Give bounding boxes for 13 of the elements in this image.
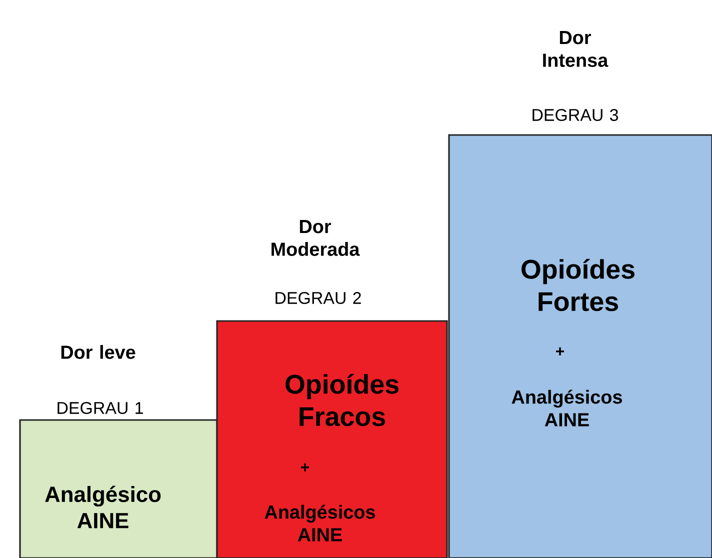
pain-level-label: Dor leve <box>61 345 136 359</box>
drug-label: Analgésicos AINE <box>512 390 622 426</box>
plus-sign: + <box>556 347 564 356</box>
step-label: DEGRAU 2 <box>276 292 361 304</box>
pain-level-label: Dor Intensa <box>543 31 608 67</box>
plus-sign: + <box>301 463 309 472</box>
step-label: DEGRAU 1 <box>58 402 143 414</box>
drug-label: Analgésicos AINE <box>264 504 375 542</box>
drug-label: Analgésico AINE <box>45 486 161 528</box>
pain-level-label: Dor Moderada <box>272 220 360 256</box>
step-label: DEGRAU 3 <box>532 109 618 121</box>
drug-label: Opioídes Fracos <box>286 374 398 426</box>
drug-label: Opioídes Fortes <box>522 258 634 312</box>
